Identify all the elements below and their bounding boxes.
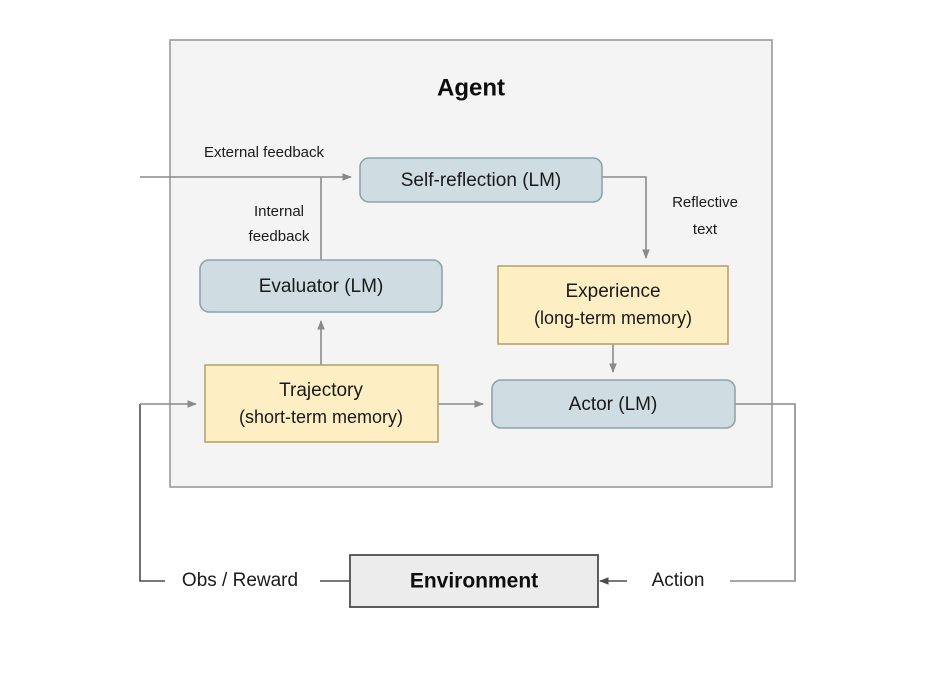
node-trajectory[interactable]: Trajectory (short-term memory) (204, 364, 439, 443)
node-trajectory-sublabel: (short-term memory) (239, 407, 403, 427)
edge-label-internal-feedback-line2: feedback (249, 228, 310, 245)
node-evaluator-label: Evaluator (LM) (259, 276, 384, 297)
agent-container-title: Agent (437, 74, 505, 101)
edge-label-reflective-text-line2: text (693, 221, 718, 238)
node-trajectory-box[interactable] (204, 364, 439, 443)
edge-reflective-text (602, 176, 650, 259)
edge-label-external-feedback: External feedback (204, 144, 325, 161)
edge-obs-reward-rail (139, 404, 165, 582)
node-self-reflection-label: Self-reflection (LM) (401, 170, 562, 191)
edge-action-rail (730, 403, 796, 582)
flow-label-action: Action (652, 570, 705, 591)
node-experience-box[interactable] (497, 265, 729, 345)
node-actor-box[interactable] (491, 379, 736, 429)
node-evaluator-box[interactable] (199, 259, 443, 313)
edge-reflective-text-path (602, 176, 650, 259)
edge-label-reflective-text-line1: Reflective (672, 194, 738, 211)
edge-label-internal-feedback-line1: Internal (254, 203, 304, 220)
edge-obs-reward (139, 400, 350, 582)
flow-label-obs-reward: Obs / Reward (182, 570, 298, 591)
node-actor[interactable]: Actor (LM) (491, 379, 736, 429)
node-trajectory-label: Trajectory (279, 380, 363, 401)
node-environment[interactable]: Environment (349, 554, 599, 608)
node-actor-label: Actor (LM) (569, 394, 658, 415)
node-experience[interactable]: Experience (long-term memory) (497, 265, 729, 345)
node-experience-sublabel: (long-term memory) (534, 308, 692, 328)
node-self-reflection-box[interactable] (359, 157, 603, 203)
node-environment-label: Environment (410, 570, 538, 593)
node-experience-label: Experience (565, 281, 660, 302)
node-self-reflection[interactable]: Self-reflection (LM) (359, 157, 603, 203)
node-environment-box[interactable] (349, 554, 599, 608)
edge-action (599, 403, 796, 585)
node-evaluator[interactable]: Evaluator (LM) (199, 259, 443, 313)
